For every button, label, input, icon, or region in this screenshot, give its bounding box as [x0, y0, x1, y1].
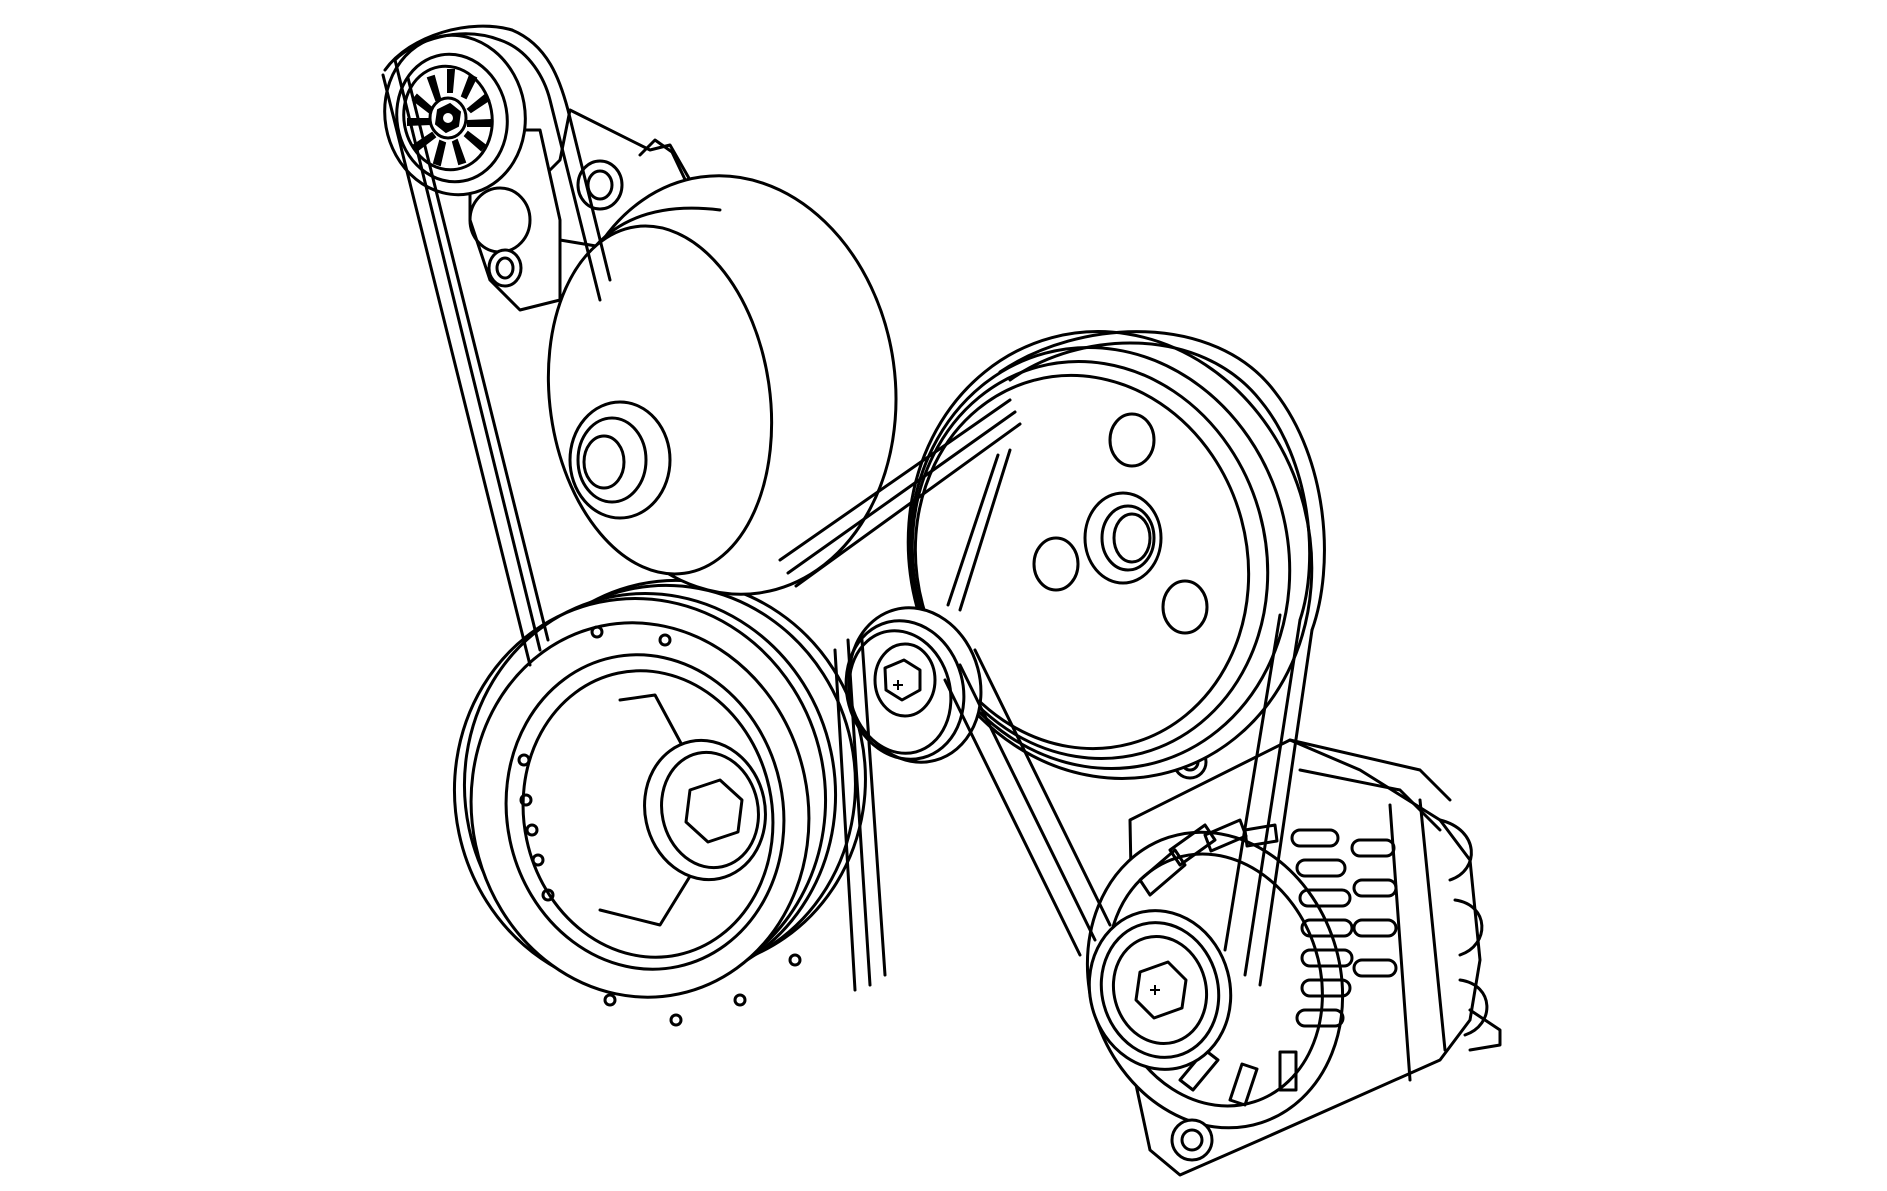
generator — [1085, 738, 1502, 1177]
water-pump-pulley — [906, 330, 1314, 780]
balancer-bolt-holes — [517, 625, 802, 1027]
serpentine-belt — [381, 24, 1326, 992]
crankshaft-balancer — [452, 578, 867, 1027]
upper-idler-pulley — [844, 606, 983, 764]
generator-pulley — [1087, 909, 1233, 1071]
tensioner-pulley — [518, 108, 898, 596]
idler-pulley — [383, 33, 562, 312]
generator-vents — [1290, 828, 1398, 1028]
